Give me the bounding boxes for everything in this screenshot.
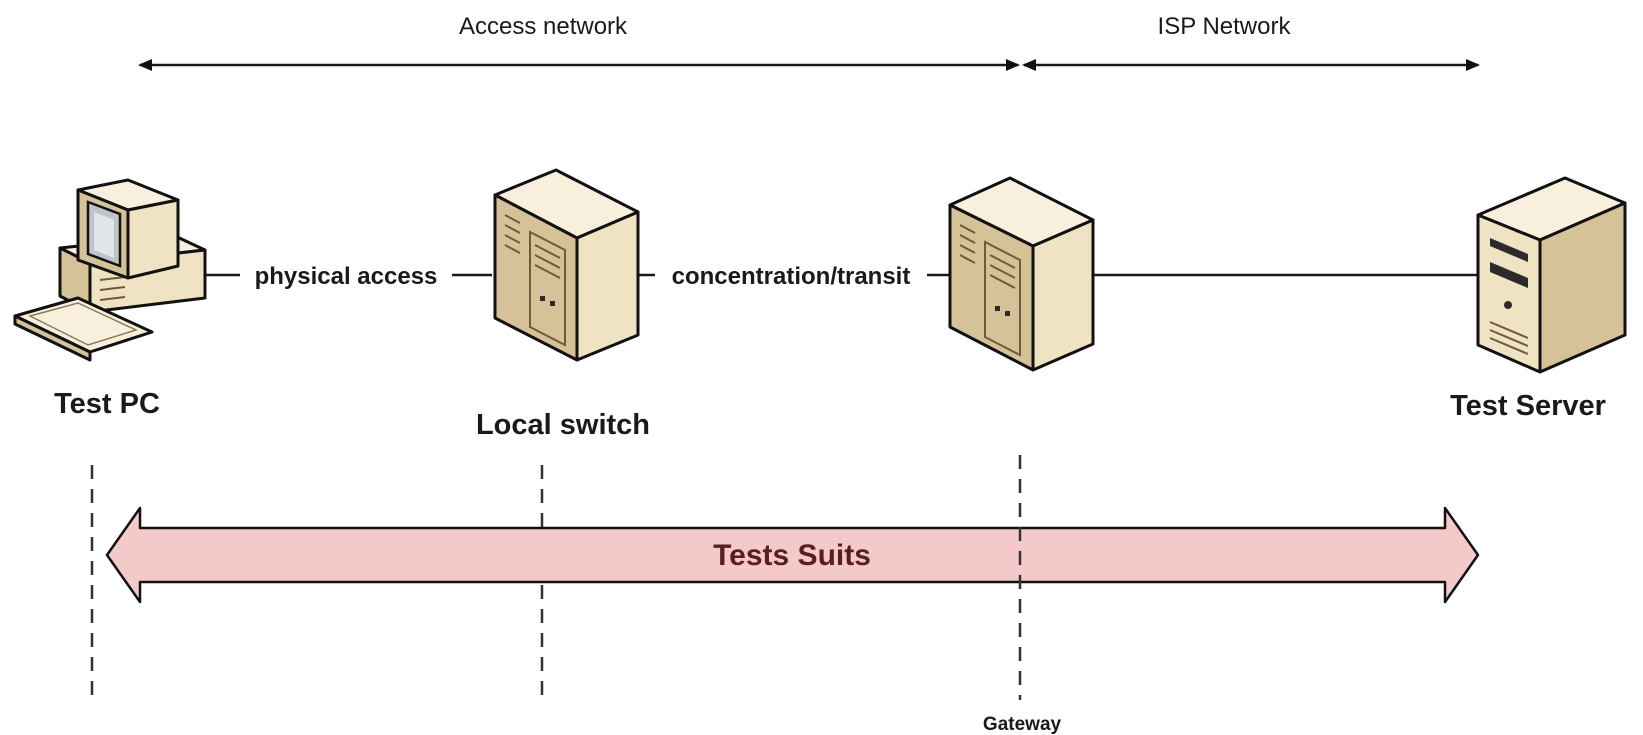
pc-icon — [13, 178, 207, 362]
gateway-label: Gateway — [983, 714, 1062, 735]
access-network-label: Access network — [459, 13, 628, 40]
server-label: Test Server — [1450, 390, 1606, 422]
gateway-icon — [948, 176, 1095, 372]
tests-suits-label: Tests Suits — [713, 539, 871, 572]
concentration-transit-label: concentration/transit — [672, 263, 911, 290]
switch-icon — [493, 168, 640, 362]
server-icon — [1476, 176, 1627, 374]
switch-label: Local switch — [476, 409, 650, 441]
physical-access-label: physical access — [255, 263, 438, 290]
isp-network-label: ISP Network — [1158, 13, 1292, 40]
pc-label: Test PC — [54, 388, 160, 420]
tests-suits-band — [105, 506, 1480, 604]
